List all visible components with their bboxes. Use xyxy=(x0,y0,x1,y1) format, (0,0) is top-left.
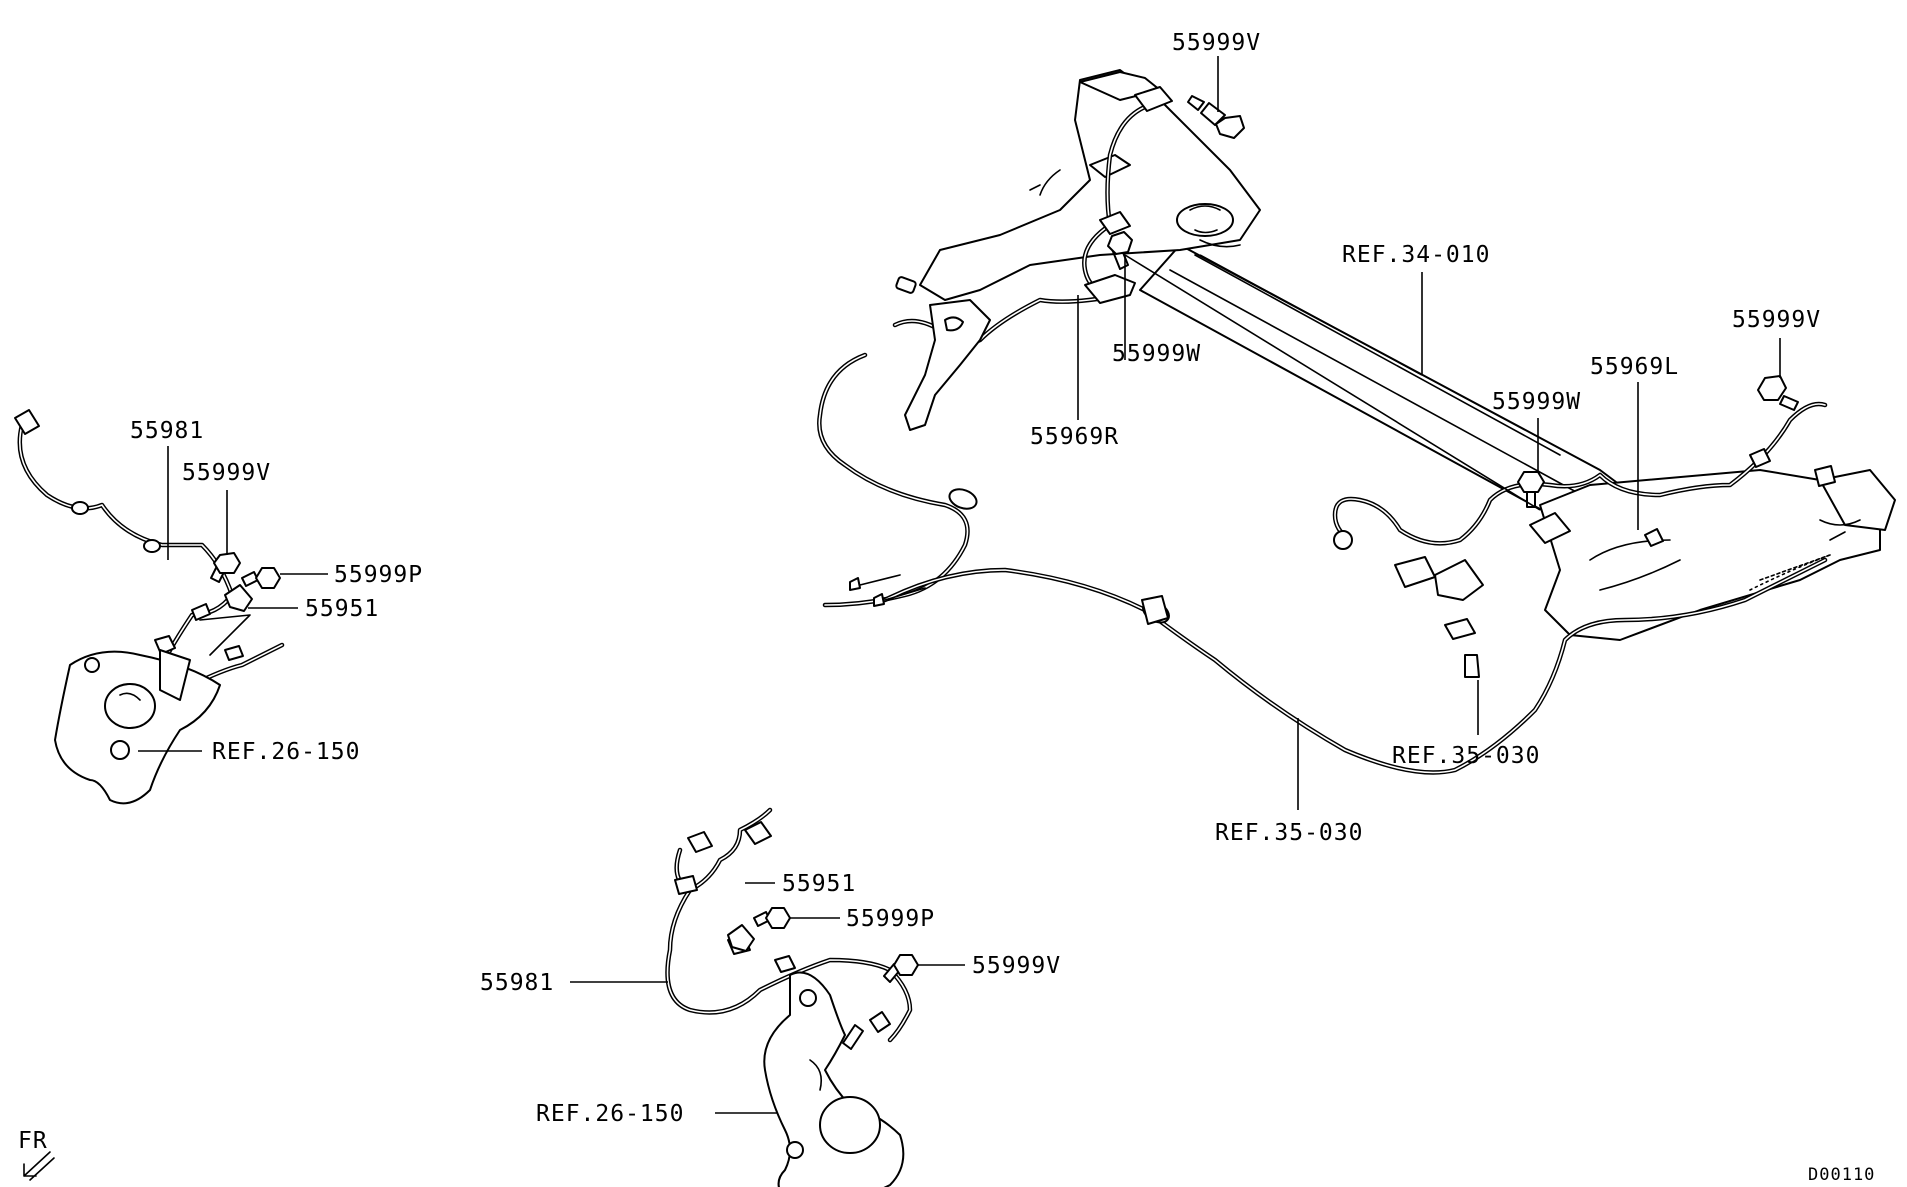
label-55951-front-left: 55951 xyxy=(305,596,379,622)
label-55999V-top: 55999V xyxy=(1172,30,1261,56)
label-55969L: 55969L xyxy=(1590,354,1679,380)
clip-55951-front-left xyxy=(224,584,253,612)
label-55969R: 55969R xyxy=(1030,424,1119,450)
front-left-assembly xyxy=(14,409,285,805)
label-ref-35-030-center: REF.35-030 xyxy=(1215,820,1363,846)
arrow-down-left-icon xyxy=(23,1151,55,1181)
bolt-55999P-front-left xyxy=(241,567,281,589)
label-55951-front-right: 55951 xyxy=(782,871,856,897)
label-55999W-center: 55999W xyxy=(1492,389,1581,415)
leader-lines xyxy=(138,56,1781,1114)
clip-55951-front-right xyxy=(727,924,755,952)
label-55981-front-left: 55981 xyxy=(130,418,204,444)
label-55999V-rear-right: 55999V xyxy=(1732,307,1821,333)
label-fr: FR xyxy=(18,1128,48,1154)
label-55999P-front-right: 55999P xyxy=(846,906,935,932)
bolt-55999W-left xyxy=(1107,231,1133,270)
label-ref-26-150-front-left: REF.26-150 xyxy=(212,739,360,765)
front-right-assembly xyxy=(665,807,919,1187)
rear-axle-assembly xyxy=(817,69,1896,775)
diagram-code: D00110 xyxy=(1808,1165,1875,1185)
bolt-55999V-top xyxy=(1187,95,1245,139)
label-ref-35-030-right: REF.35-030 xyxy=(1392,743,1540,769)
label-55999W-left: 55999W xyxy=(1112,341,1201,367)
bolt-55999P-front-right xyxy=(753,907,791,929)
front-direction-indicator: FR xyxy=(18,1128,55,1181)
label-ref-34-010: REF.34-010 xyxy=(1342,242,1490,268)
bolt-55999V-right xyxy=(1757,375,1799,411)
label-55999P-front-left: 55999P xyxy=(334,562,423,588)
label-ref-26-150-front-right: REF.26-150 xyxy=(536,1101,684,1127)
bolt-55999V-front-right xyxy=(883,954,919,983)
label-55999V-front-right: 55999V xyxy=(972,953,1061,979)
bolt-55999V-front-left xyxy=(210,552,241,583)
label-55981-front-right: 55981 xyxy=(480,970,554,996)
label-55999V-front-left: 55999V xyxy=(182,460,271,486)
bolt-55999W-center xyxy=(1517,471,1545,508)
